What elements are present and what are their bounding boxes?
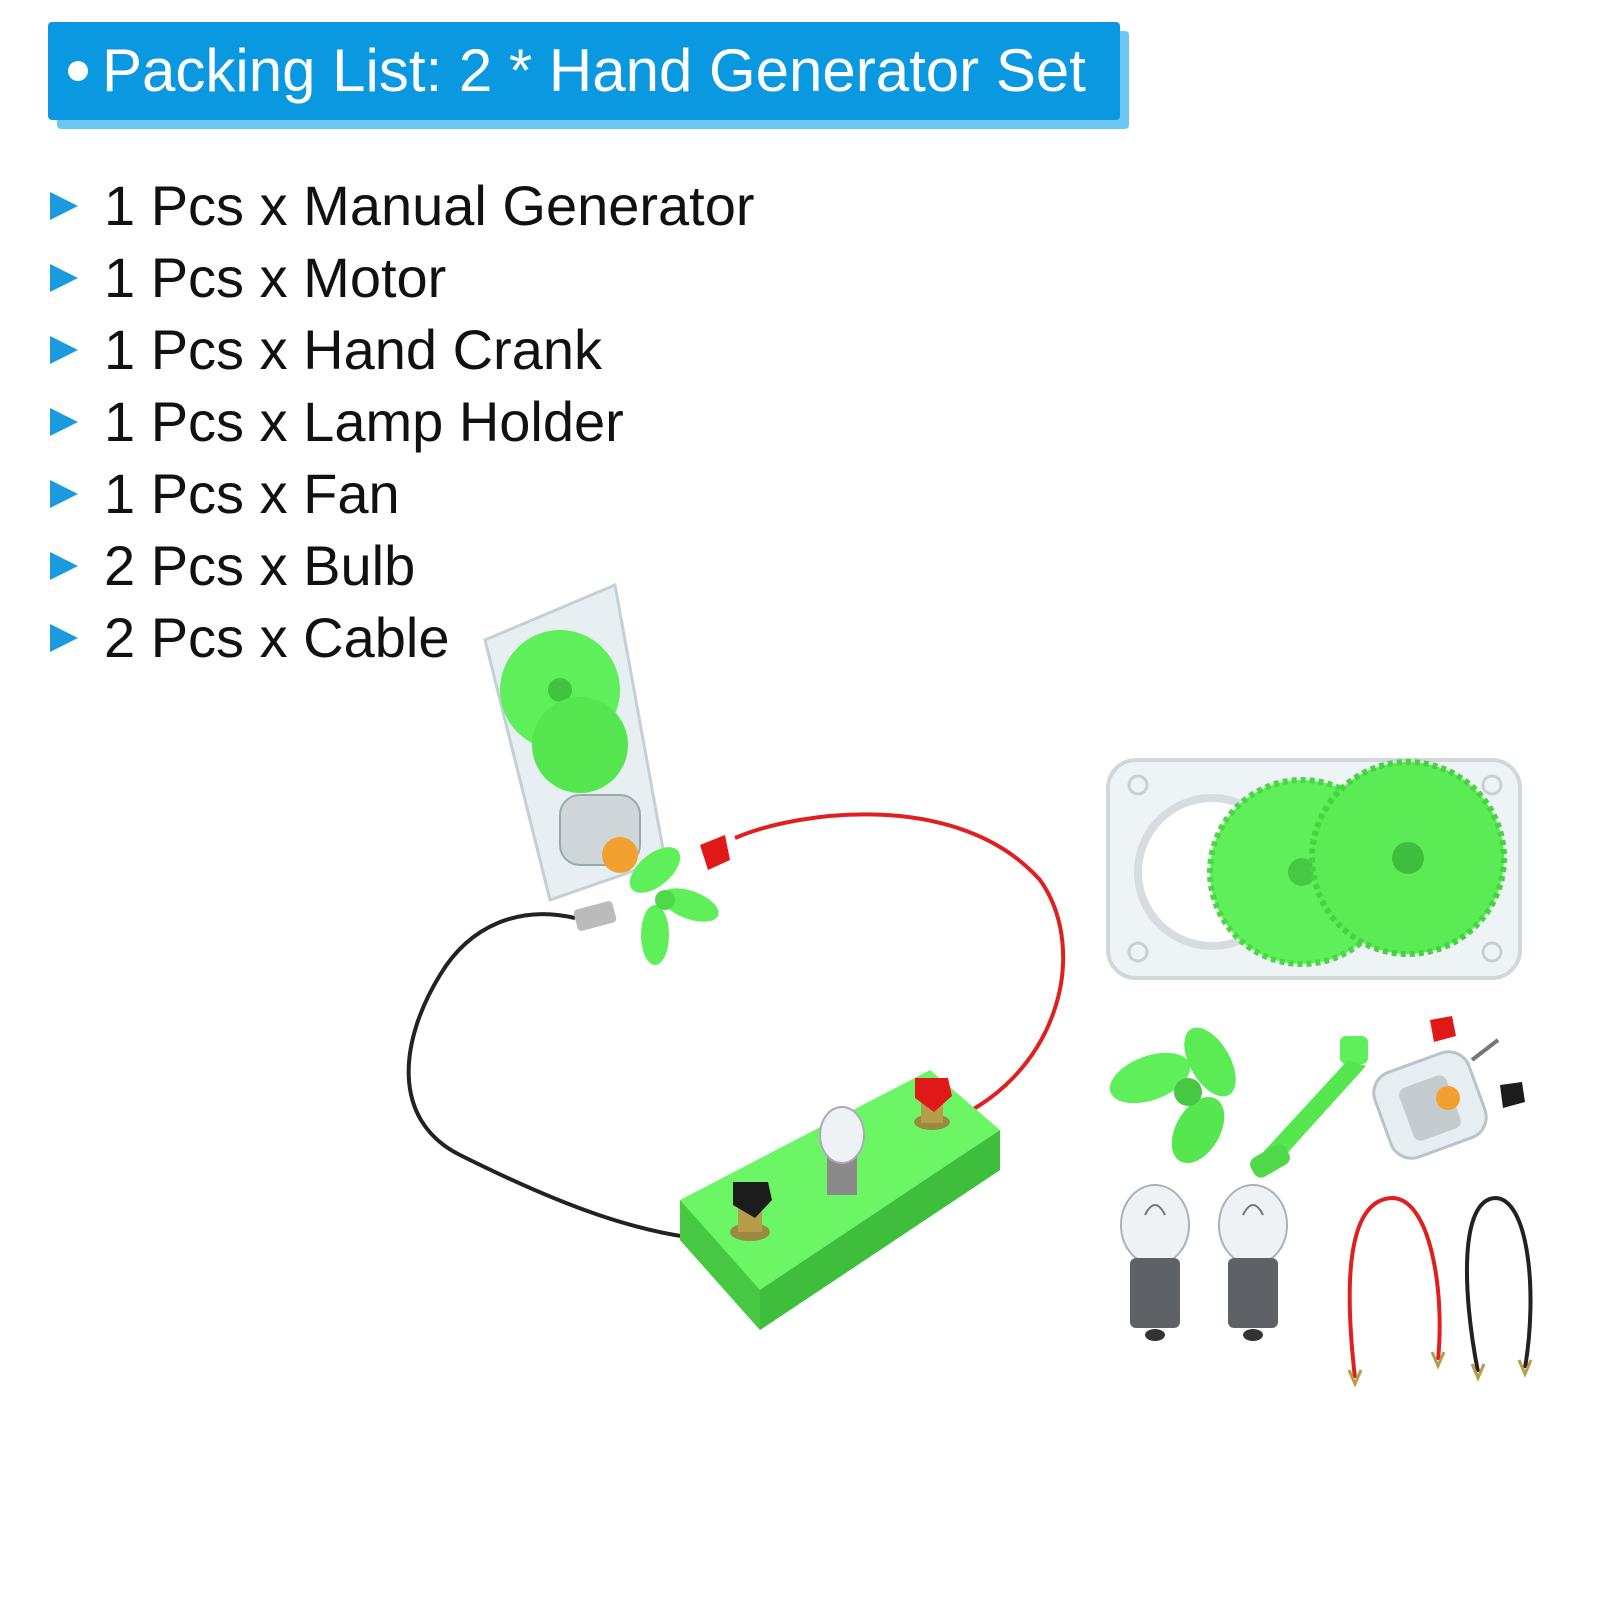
arrow-right-icon (50, 192, 78, 220)
item-label: 2 Pcs x Bulb (104, 534, 416, 597)
item-label: 1 Pcs x Manual Generator (104, 174, 755, 237)
bulb-pair (1120, 1184, 1288, 1341)
arrow-right-icon (50, 552, 78, 580)
title-banner: Packing List: 2 * Hand Generator Set (48, 22, 1120, 120)
gear-box (1106, 758, 1522, 980)
list-item: 2 Pcs x Cable (50, 602, 755, 674)
item-label: 2 Pcs x Cable (104, 606, 450, 669)
packing-list: 1 Pcs x Manual Generator 1 Pcs x Motor 1… (50, 170, 755, 674)
item-label: 1 Pcs x Lamp Holder (104, 390, 624, 453)
black-wire (406, 912, 746, 1243)
bulb-1 (1120, 1184, 1190, 1341)
arrow-right-icon (50, 336, 78, 364)
arrow-right-icon (50, 264, 78, 292)
bullet-dot-icon (68, 61, 88, 81)
list-item: 1 Pcs x Motor (50, 242, 755, 314)
arrow-right-icon (50, 480, 78, 508)
bulb (819, 1106, 865, 1164)
red-terminal (915, 1078, 952, 1112)
list-item: 1 Pcs x Fan (50, 458, 755, 530)
red-wire (734, 812, 1066, 1127)
item-label: 1 Pcs x Hand Crank (104, 318, 602, 381)
bulb-2 (1218, 1184, 1288, 1341)
loose-fan (1109, 1027, 1236, 1164)
list-item: 1 Pcs x Lamp Holder (50, 386, 755, 458)
red-cable (1347, 1195, 1442, 1379)
black-cable (1464, 1195, 1533, 1373)
list-item: 1 Pcs x Manual Generator (50, 170, 755, 242)
fan (629, 847, 719, 965)
hand-crank (1250, 1036, 1368, 1178)
item-label: 1 Pcs x Motor (104, 246, 447, 309)
black-terminal (733, 1182, 772, 1218)
item-label: 1 Pcs x Fan (104, 462, 400, 525)
assembled-set (406, 582, 1066, 1330)
arrow-right-icon (50, 408, 78, 436)
cable-pair (1347, 1195, 1533, 1388)
lamp-holder (680, 1070, 1000, 1330)
loose-motor (1372, 1016, 1525, 1160)
list-item: 2 Pcs x Bulb (50, 530, 755, 602)
list-item: 1 Pcs x Hand Crank (50, 314, 755, 386)
page-title: Packing List: 2 * Hand Generator Set (102, 37, 1086, 104)
arrow-right-icon (50, 624, 78, 652)
manual-generator (483, 582, 730, 965)
